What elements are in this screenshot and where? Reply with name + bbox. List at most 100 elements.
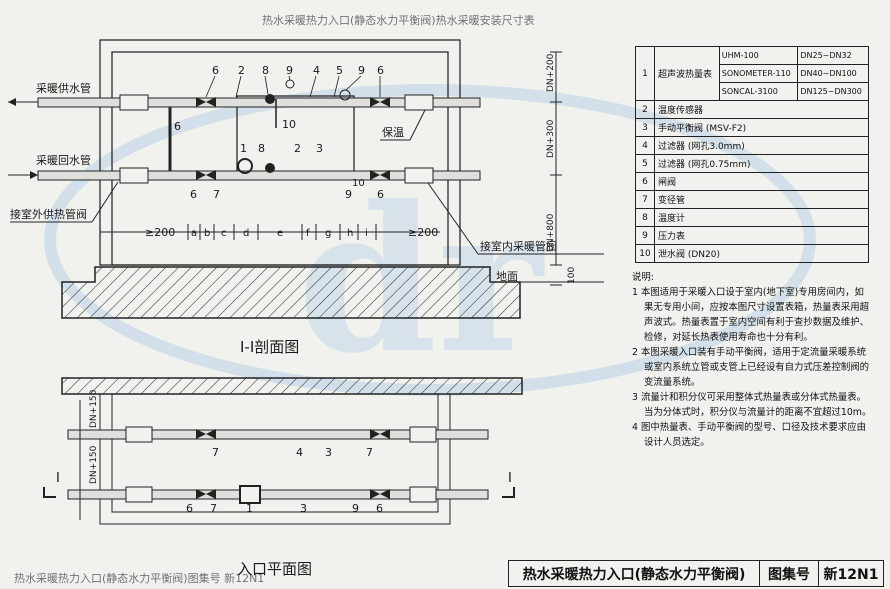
legend-table: 1 超声波热量表 UHM-100 DN25~DN32 SONOMETER-110… <box>635 46 869 263</box>
legend-range: DN125~DN300 <box>797 82 869 101</box>
legend-name: 过滤器 (网孔3.0mm) <box>654 136 869 155</box>
legend-name: 温度传感器 <box>654 100 869 119</box>
section-title: I-I剖面图 <box>240 338 299 356</box>
callout-9b: 9 <box>358 64 365 77</box>
legend-name: 闸阀 <box>654 172 869 191</box>
dim-dn200: DN+200 <box>546 53 556 92</box>
callout-6b: 6 <box>377 64 384 77</box>
seg-g: g <box>325 228 331 239</box>
seg-e: e <box>277 228 283 239</box>
callout-6-bypass: 6 <box>174 120 181 133</box>
legend-model: SONCAL-3100 <box>718 82 799 101</box>
plan-callout-7c: 7 <box>210 502 217 515</box>
legend-no: 4 <box>635 136 655 155</box>
callout-2a: 2 <box>238 64 245 77</box>
legend-name: 过滤器 (网孔0.75mm) <box>654 154 869 173</box>
legend-name: 变径管 <box>654 190 869 209</box>
callout-8a: 8 <box>262 64 269 77</box>
callout-5a: 5 <box>336 64 343 77</box>
return-pipe <box>8 167 481 184</box>
note-1: 1 本图适用于采暖入口设于室内(地下室)专用房间内，如果无专用小间，应按本图尺寸… <box>632 287 870 343</box>
plan-dim-dn150b: DN+150 <box>89 445 99 484</box>
legend-row-1: 1 超声波热量表 UHM-100 DN25~DN32 <box>635 46 869 101</box>
ghost-bottom-text: 热水采暖热力入口(静态水力平衡阀)图集号 新12N1 <box>14 571 264 585</box>
notes-title: 说明: <box>632 272 654 283</box>
legend-model: UHM-100 <box>718 46 799 65</box>
indoor-leader <box>427 182 479 255</box>
plan-callout-7b: 7 <box>366 446 373 459</box>
legend-no: 1 <box>635 46 655 101</box>
legend-no: 9 <box>635 226 655 245</box>
upper-valves <box>196 79 390 180</box>
seg-a: a <box>191 228 197 239</box>
insulation-leader <box>409 109 426 141</box>
legend-name: 压力表 <box>654 226 869 245</box>
legend-no: 3 <box>635 118 655 137</box>
plan-callout-6b: 6 <box>376 502 383 515</box>
dim-right: ≥200 <box>408 226 438 239</box>
ground-label: 地面 <box>496 270 518 283</box>
seg-b: b <box>204 228 210 239</box>
dim-dn800: DN+800 <box>546 213 556 252</box>
callout-4a: 4 <box>313 64 320 77</box>
supply-pipe <box>8 94 481 111</box>
note-2: 2 本图采暖入口装有手动平衡阀，适用于定流量采暖系统或室内系统立管或支管上已经设… <box>632 347 870 388</box>
legend-no: 5 <box>635 154 655 173</box>
legend-no: 7 <box>635 190 655 209</box>
section-mark-right: I <box>508 471 512 486</box>
plan-dim-dn150a: DN+150 <box>89 389 99 428</box>
note-3: 3 流量计和积分仪可采用整体式热量表或分体式热量表。当为分体式时，积分仪与流量计… <box>632 392 872 418</box>
mid-callouts: 8 1 2 3 <box>240 142 323 155</box>
note-4: 4 图中热量表、手动平衡阀的型号、口径及技术要求应由设计人员选定。 <box>632 422 866 448</box>
plan-callout-3a: 3 <box>325 446 332 459</box>
plan-view <box>61 377 523 525</box>
callout-10b: 10 <box>352 178 365 189</box>
seg-c: c <box>221 228 227 239</box>
legend-name: 温度计 <box>654 208 869 227</box>
atlas-label: 图集号 <box>760 561 819 586</box>
legend-name: 泄水阀 (DN20) <box>654 244 869 263</box>
ghost-top-text: 热水采暖热力入口(静态水力平衡阀)热水采暖安装尺寸表 <box>262 13 535 27</box>
callout-9a: 9 <box>286 64 293 77</box>
supply-pipe-label: 采暖供水管 <box>36 81 91 95</box>
insulation-label: 保温 <box>382 125 404 139</box>
seg-h: h <box>347 228 353 239</box>
plan-callout-9: 9 <box>352 502 359 515</box>
room-inner-outline <box>111 51 449 266</box>
section-marks: I I <box>43 471 515 498</box>
legend-no: 2 <box>635 100 655 119</box>
callout-2b: 2 <box>294 142 301 155</box>
floor-slab <box>61 266 604 319</box>
segment-dimension: ≥200 ≥200 a b c d e f g h i <box>100 224 440 240</box>
callout-6a: 6 <box>212 64 219 77</box>
vertical-dimensions: DN+200 DN+300 DN+800 100 <box>546 51 577 286</box>
callout-6d: 6 <box>377 188 384 201</box>
plan-callout-4: 4 <box>296 446 303 459</box>
title-block: 热水采暖热力入口(静态水力平衡阀) 图集号 新12N1 <box>508 560 884 587</box>
legend-row-1b: SONOMETER-110 DN40~DN100 <box>636 64 869 83</box>
section-mark-left: I <box>56 471 60 486</box>
seg-f: f <box>306 228 310 239</box>
legend-no: 6 <box>635 172 655 191</box>
dim-dn300: DN+300 <box>546 119 556 158</box>
lower-callouts: 6 7 9 6 10 <box>190 178 384 201</box>
callout-3a: 3 <box>316 142 323 155</box>
callout-7a: 7 <box>213 188 220 201</box>
callout-9c: 9 <box>345 188 352 201</box>
drawing-title: 热水采暖热力入口(静态水力平衡阀) <box>509 561 760 586</box>
plan-title: 入口平面图 <box>237 560 312 578</box>
outdoor-leader <box>91 181 119 223</box>
legend-name: 超声波热量表 <box>654 46 720 101</box>
dim-100: 100 <box>567 267 577 284</box>
legend-no: 10 <box>635 244 655 263</box>
plan-callout-3b: 3 <box>300 502 307 515</box>
dim-left: ≥200 <box>145 226 175 239</box>
